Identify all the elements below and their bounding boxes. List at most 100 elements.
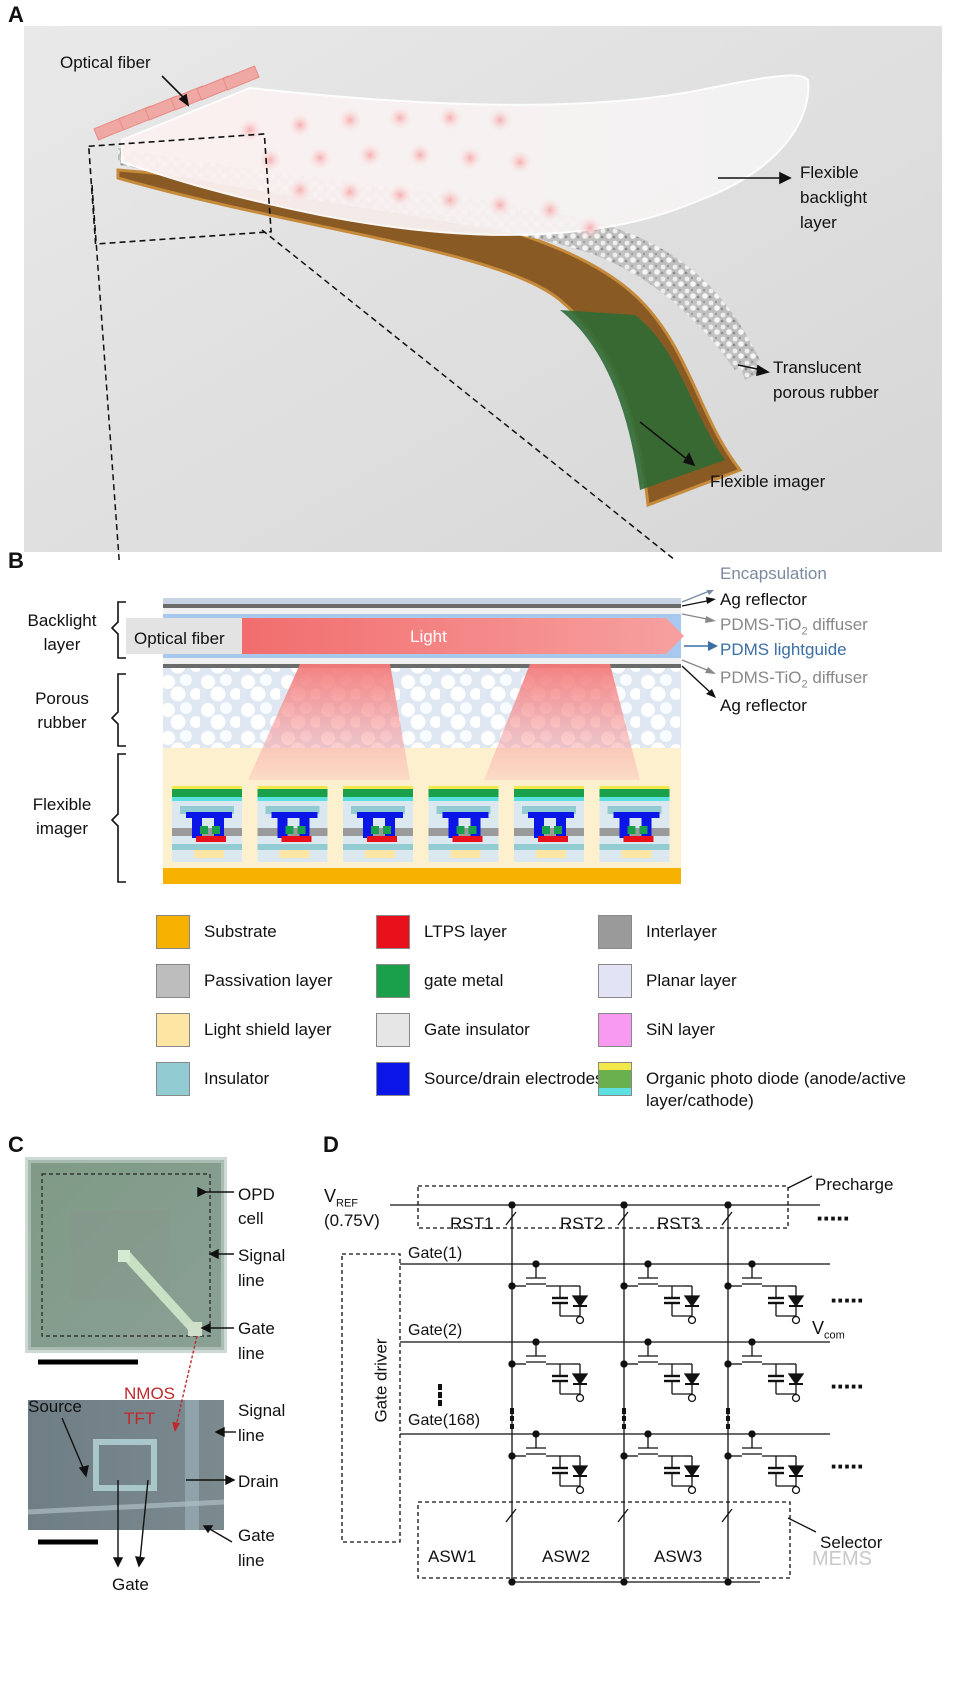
asw-switch [721,1508,733,1523]
legend-item: Source/drain electrodes [376,1062,604,1096]
vcom-terminal [791,1393,801,1403]
photodiode [683,1295,701,1308]
legend-label: Interlayer [646,922,717,941]
panel-a-illustration [24,26,942,560]
legend-label: Planar layer [646,971,737,990]
legend-label: Source/drain electrodes [424,1069,604,1088]
node [644,1430,652,1438]
selector-pointer [787,1517,817,1533]
legend-label: Gate insulator [424,1020,530,1039]
imager-green-surface [560,310,725,490]
label-diffuser-bottom: PDMS-TiO2 diffuser [720,668,868,691]
node [532,1338,540,1346]
node [532,1430,540,1438]
photodiode [787,1295,805,1308]
label-source: Source [28,1397,82,1416]
label-diffuser-top: PDMS-TiO2 diffuser [720,615,868,638]
optical-fibers [93,65,260,141]
label-backlight-1: Backlight [27,611,97,630]
gate-driver-box [341,1253,401,1543]
label-gate-driver: Gate driver [371,1338,391,1423]
label-vref: VREF [324,1186,359,1210]
label-gate-top-1: Gate [238,1319,275,1338]
label-nmos-1: NMOS [124,1384,175,1403]
asw-switch [505,1508,517,1523]
node [620,1282,628,1290]
ellipsis-dot [726,1408,730,1414]
legend-item: Interlayer [598,915,717,949]
trace-line [122,1252,196,1332]
encapsulation-layer [163,598,681,604]
diffuser-top [163,608,681,614]
label-gate: Gate [112,1575,149,1594]
light-arrow [240,618,684,654]
legend-item: Organic photo diode (anode/active layer/… [598,1062,936,1112]
label-gate-1: Gate(1) [408,1245,463,1262]
legend-item: SiN layer [598,1013,715,1047]
label-signal-bottom-1: Signal [238,1401,286,1420]
vcom-terminal [575,1485,585,1495]
photodiode [787,1465,805,1478]
label-ag-reflector-top: Ag reflector [720,590,807,609]
label-vref-value: (0.75V) [324,1211,380,1230]
light-beam-2 [484,664,640,780]
label-optical-fiber-b: Optical fiber [134,629,225,648]
label-imager-1: Flexible [32,795,92,814]
node [620,1452,628,1460]
node [724,1201,732,1209]
vcom-terminal [687,1393,697,1403]
legend-item: Substrate [156,915,277,949]
panel-letter-d: D [323,1132,339,1157]
ellipsis-dot [510,1416,514,1421]
ellipsis-dot [438,1400,442,1406]
ellipsis-dot [622,1416,626,1421]
label-signal-top-2: line [238,1271,265,1290]
legend-item: LTPS layer [376,915,507,949]
legend-item: Insulator [156,1062,269,1096]
photodiode [787,1373,805,1386]
diffuser-bottom [163,658,681,664]
nmos-arrow [175,1335,198,1427]
label-asw2: ASW2 [542,1547,591,1566]
legend-label: gate metal [424,971,504,990]
zoom-line-right [261,229,677,560]
legend-label: Insulator [204,1069,270,1088]
panel-b-cross-section [110,590,718,884]
label-precharge: Precharge [815,1175,894,1194]
precharge-pointer [787,1175,813,1189]
vcom-terminal [791,1485,801,1495]
label-nmos-2: TFT [124,1409,156,1428]
substrate-layer [163,868,681,884]
label-gate-bottom-2: line [238,1551,265,1570]
label-signal-bottom-2: line [238,1426,265,1445]
label-rst1: RST1 [450,1214,494,1233]
vcom-terminal [687,1315,697,1325]
node [620,1201,628,1209]
ellipsis-dot [622,1424,626,1429]
label-translucent-2: porous rubber [773,383,879,402]
label-opd-2: cell [238,1209,264,1228]
label-gate-bottom-1: Gate [238,1526,275,1545]
legend-swatch [598,1013,632,1047]
photodiode [571,1373,589,1386]
label-selector: Selector [820,1533,883,1552]
legend-swatch [156,1013,190,1047]
ellipsis-dot [438,1392,442,1398]
legend-swatch [376,964,410,998]
label-vcom: Vcom [812,1318,845,1342]
legend-swatch [376,915,410,949]
ellipsis-dot [726,1416,730,1421]
ellipsis-dot [726,1424,730,1429]
legend-swatch [156,915,190,949]
legend-swatch [156,964,190,998]
legend-item: Light shield layer [156,1013,332,1047]
label-porous-2: rubber [37,713,87,732]
legend-swatch [376,1013,410,1047]
label-rst3: RST3 [657,1214,701,1233]
photodiode [571,1465,589,1478]
node [644,1260,652,1268]
label-backlight-2: layer [43,635,81,654]
rst-switch [617,1211,629,1226]
label-gate-top-2: line [238,1344,265,1363]
legend-label: LTPS layer [424,922,507,941]
